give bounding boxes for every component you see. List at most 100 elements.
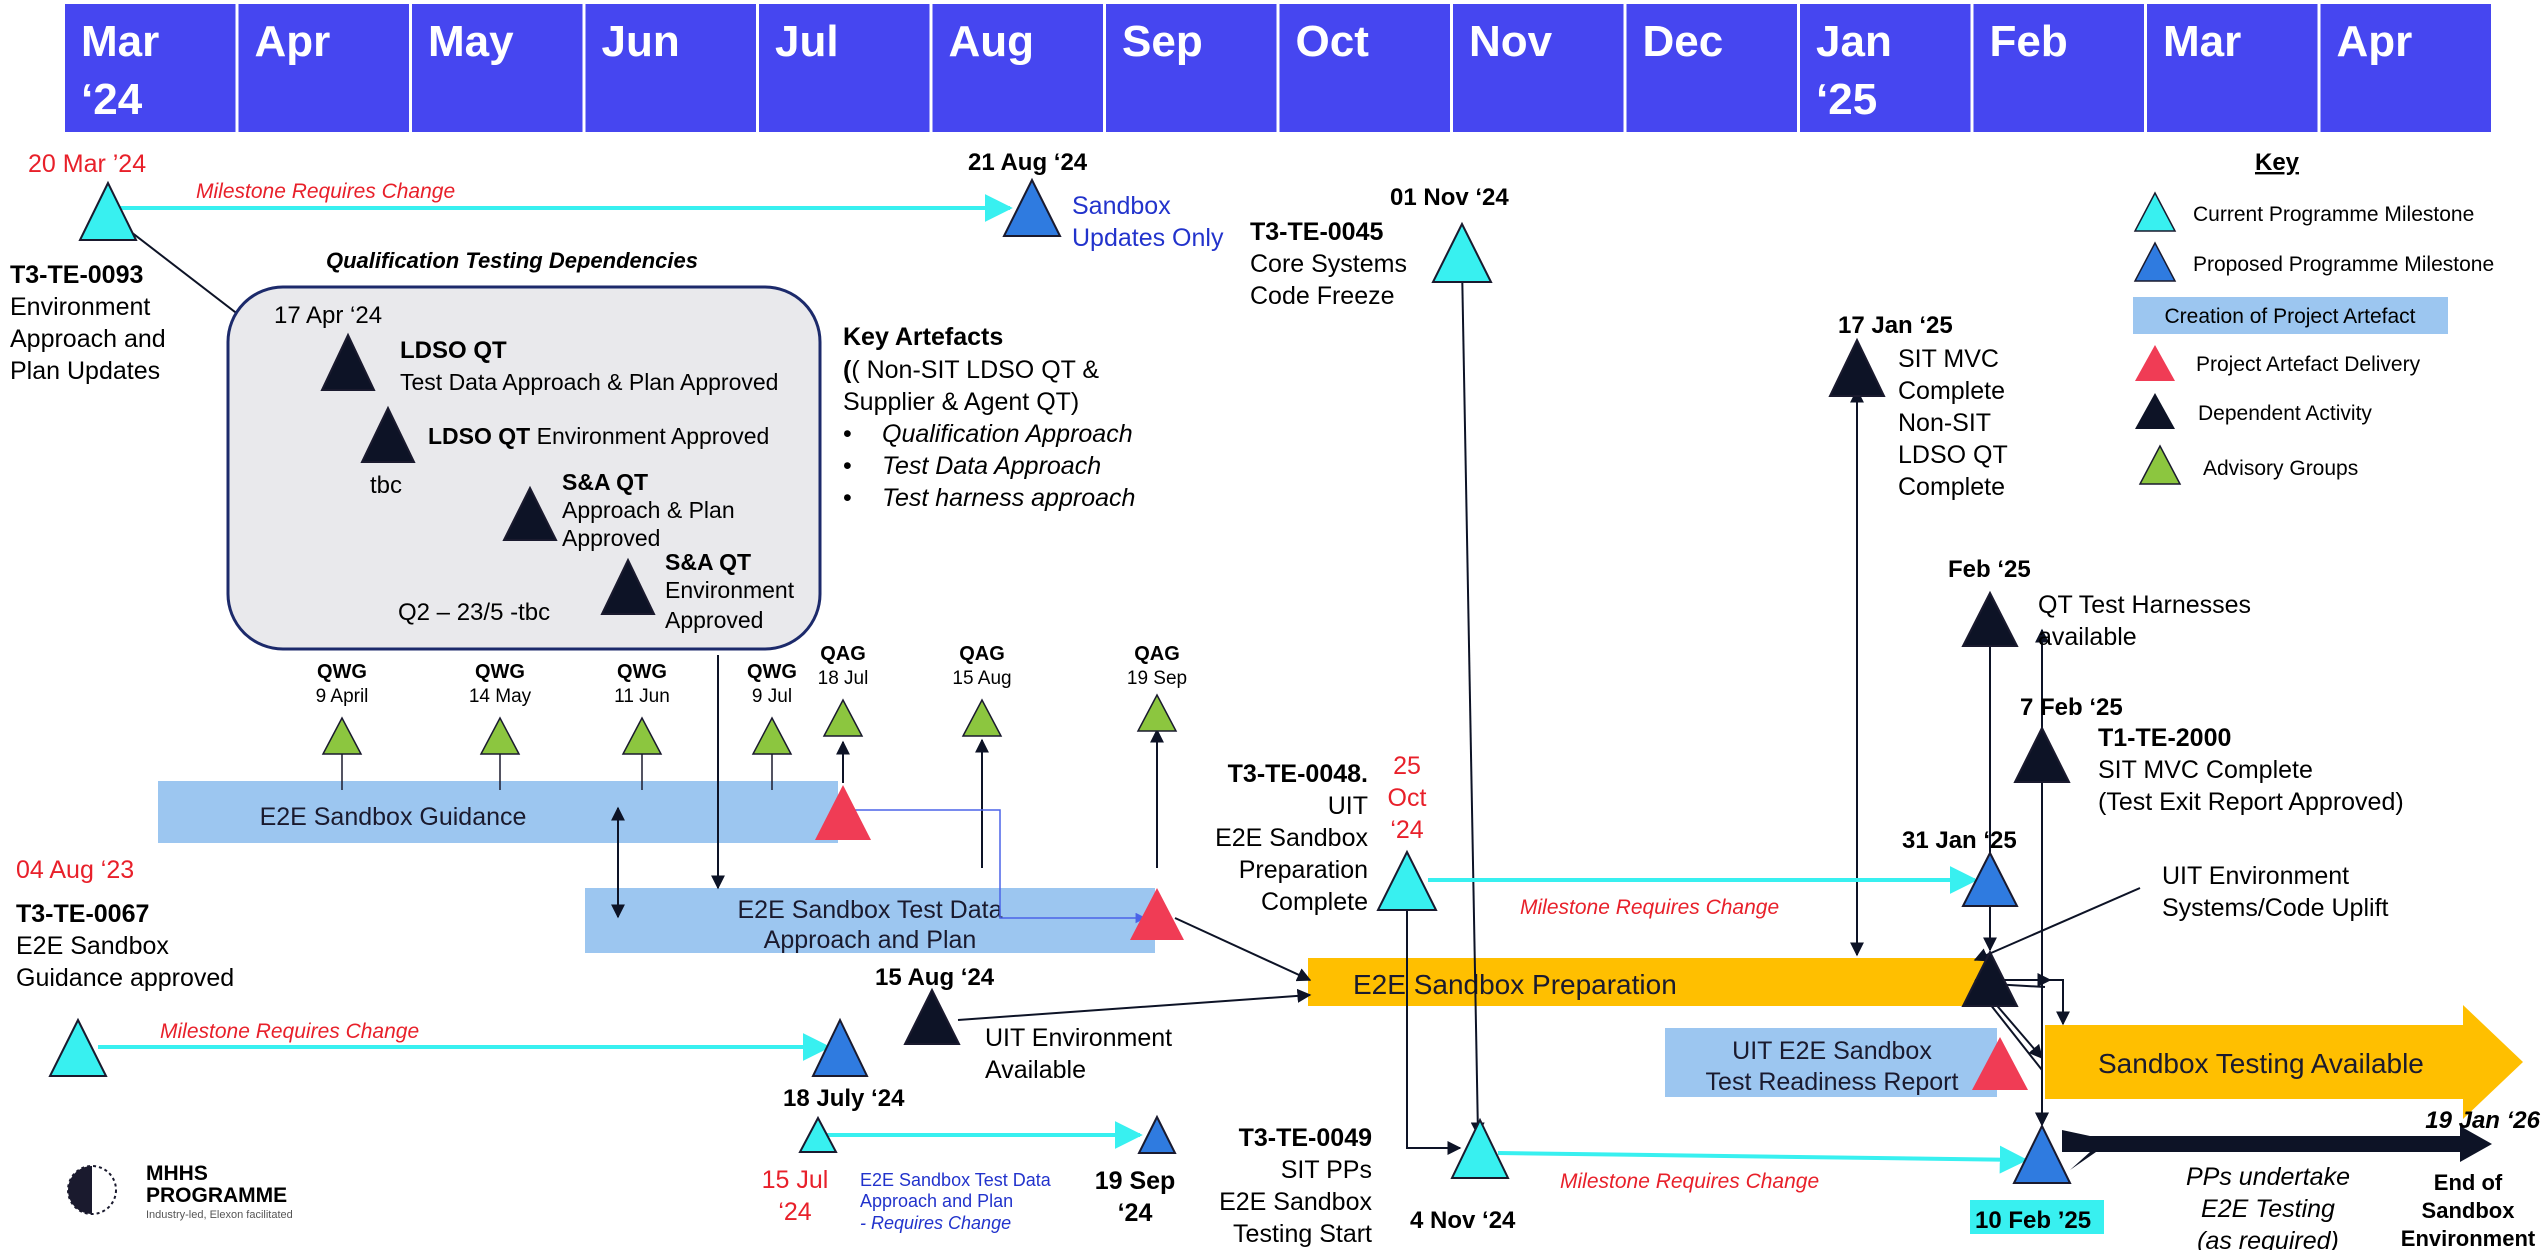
legend-artefact-swatch bbox=[2133, 297, 2448, 334]
artefact-bullet-3-dot: • bbox=[843, 484, 852, 512]
month-cell-bg bbox=[412, 4, 583, 132]
month-cell-bg bbox=[759, 4, 930, 132]
advisory-group-name: QWG bbox=[317, 661, 367, 683]
month-cell-bg bbox=[1626, 4, 1797, 132]
month-cell: Apr bbox=[238, 4, 409, 132]
advisory-group-icon bbox=[961, 698, 1003, 737]
test-data-label-line2: Approach and Plan bbox=[764, 926, 977, 954]
advisory-group-date: 19 Sep bbox=[1127, 668, 1187, 689]
month-label: Sep bbox=[1122, 17, 1203, 66]
feb10-highlight bbox=[1970, 1200, 2104, 1234]
dependent-aug15-icon bbox=[903, 987, 961, 1045]
milestone-aug21-icon bbox=[1002, 177, 1062, 237]
pps-line3: (as required) bbox=[2197, 1227, 2339, 1250]
month-label: Nov bbox=[1469, 17, 1553, 66]
aug15-line1: UIT Environment bbox=[985, 1024, 1172, 1052]
dependent-prep-end-icon bbox=[1961, 949, 2019, 1007]
month-cell: Apr bbox=[2320, 4, 2491, 132]
milestone-te0048-icon bbox=[1376, 849, 1438, 911]
end-sandbox-line1: End of bbox=[2434, 1170, 2503, 1195]
artefact-bullet-2-dot: • bbox=[843, 452, 852, 480]
legend-current-icon bbox=[2133, 191, 2177, 232]
month-cell: Mar bbox=[2147, 4, 2318, 132]
qualification-dependencies-box bbox=[226, 285, 822, 651]
end-sandbox-line3: Environment bbox=[2401, 1226, 2536, 1250]
ldso-qt-1-bold: LDSO QT bbox=[400, 337, 507, 364]
te0049-line1: SIT PPs bbox=[1281, 1156, 1372, 1184]
te0067-change-note: Milestone Requires Change bbox=[160, 1020, 419, 1043]
te2000-id: T1-TE-2000 bbox=[2098, 724, 2231, 752]
month-cell: Jun bbox=[585, 4, 756, 132]
legend-proposed-label: Proposed Programme Milestone bbox=[2193, 253, 2494, 276]
te0049-line3: Testing Start bbox=[1233, 1220, 1372, 1248]
te0048-date-year: ‘24 bbox=[1390, 816, 1423, 844]
month-cell-bg bbox=[585, 4, 756, 132]
month-cell-bg bbox=[1106, 4, 1277, 132]
legend-artefact-label: Creation of Project Artefact bbox=[2165, 305, 2416, 328]
jul15-date-line1: 15 Jul bbox=[762, 1166, 829, 1194]
sa-qt-1-bold: S&A QT bbox=[562, 469, 648, 495]
te2000-line2: (Test Exit Report Approved) bbox=[2098, 788, 2404, 816]
test-data-link bbox=[843, 809, 1147, 924]
logo-tagline: Industry-led, Elexon facilitated bbox=[146, 1209, 293, 1221]
month-cell: May bbox=[412, 4, 583, 132]
milestone-te0049-icon bbox=[1450, 1117, 1510, 1179]
advisory-group-icon bbox=[621, 716, 663, 755]
delivery-test-data-icon bbox=[1130, 888, 1184, 940]
te0048-line2: E2E Sandbox bbox=[1215, 824, 1368, 852]
milestone-te0067-icon bbox=[48, 1017, 108, 1077]
e2e-sandbox-preparation-label: E2E Sandbox Preparation bbox=[1353, 969, 1677, 1000]
tbc-label: tbc bbox=[370, 472, 402, 499]
te0048-line1: UIT bbox=[1328, 792, 1368, 820]
mhhs-logo: MHHS PROGRAMME Industry-led, Elexon faci… bbox=[67, 1162, 293, 1221]
month-label: Aug bbox=[949, 17, 1035, 66]
month-cell: Jan‘25 bbox=[1800, 4, 1971, 132]
te0093-line1: Environment bbox=[10, 293, 150, 321]
te2000-line1: SIT MVC Complete bbox=[2098, 756, 2313, 784]
feb10-date: 10 Feb ’25 bbox=[1975, 1207, 2091, 1234]
advisory-group-date: 9 April bbox=[316, 686, 369, 707]
milestone-te0045-icon bbox=[1431, 221, 1493, 283]
milestone-sep19-icon bbox=[1137, 1114, 1177, 1154]
artefact-bullet-3: Test harness approach bbox=[882, 484, 1135, 512]
month-cell-bg bbox=[932, 4, 1103, 132]
advisory-group-date: 15 Aug bbox=[952, 668, 1011, 689]
advisory-group-name: QWG bbox=[747, 661, 797, 683]
feb25-date: Feb ‘25 bbox=[1948, 556, 2031, 583]
delivery-readiness-icon bbox=[1972, 1037, 2028, 1090]
te0067-line1: E2E Sandbox bbox=[16, 932, 169, 960]
month-cell: Dec bbox=[1626, 4, 1797, 132]
jul15-date-line2: ‘24 bbox=[778, 1198, 811, 1226]
month-label: Mar bbox=[2163, 17, 2241, 66]
advisory-group-icon bbox=[822, 698, 864, 737]
dependent-sa2-icon bbox=[600, 557, 656, 615]
logo-line2: PROGRAMME bbox=[146, 1184, 287, 1207]
te0045-line2: Code Freeze bbox=[1250, 282, 1395, 310]
key-artefacts-title: Key Artefacts bbox=[843, 323, 1003, 351]
jan17-date: 17 Jan ‘25 bbox=[1838, 312, 1953, 339]
legend: Key Current Programme Milestone Proposed… bbox=[2133, 149, 2494, 485]
jul15-note-line2: Approach and Plan bbox=[860, 1191, 1013, 1211]
advisory-group-name: QWG bbox=[617, 661, 667, 683]
te0093-line2: Approach and bbox=[10, 325, 166, 353]
advisory-group-date: 18 Jul bbox=[818, 668, 869, 689]
jan17-line2: Complete bbox=[1898, 377, 2005, 405]
dependent-te2000-icon bbox=[2013, 725, 2071, 783]
aug21-date: 21 Aug ‘24 bbox=[968, 149, 1088, 176]
dependent-feb25-icon bbox=[1961, 590, 2019, 647]
month-label: Dec bbox=[1643, 17, 1724, 66]
uit-env-line1: UIT Environment bbox=[2162, 862, 2349, 890]
legend-dependent-label: Dependent Activity bbox=[2198, 402, 2372, 425]
te0048-id: T3-TE-0048. bbox=[1228, 760, 1368, 788]
readiness-label-line1: UIT E2E Sandbox bbox=[1732, 1037, 1932, 1065]
jan17-line4: LDSO QT bbox=[1898, 441, 2008, 469]
te0093-line3: Plan Updates bbox=[10, 357, 160, 385]
te0093-id: T3-TE-0093 bbox=[10, 261, 143, 289]
feb25-line2: available bbox=[2038, 623, 2137, 651]
month-cell: Aug bbox=[932, 4, 1103, 132]
